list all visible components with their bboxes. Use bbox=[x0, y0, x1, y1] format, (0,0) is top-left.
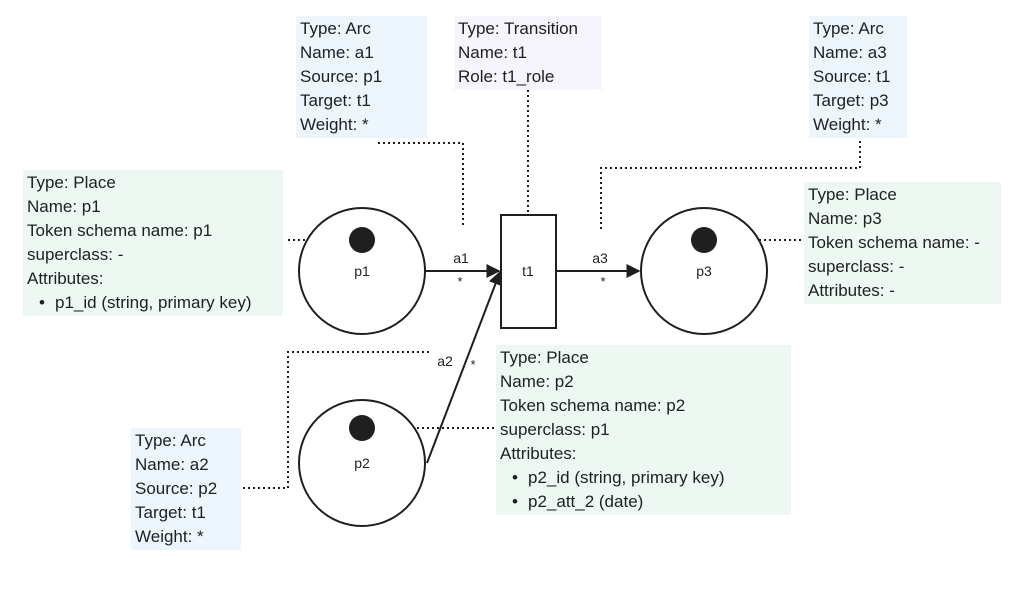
place-p2-attribute-item: p2_id (string, primary key) bbox=[500, 466, 787, 490]
arc-a2-name: Name: a2 bbox=[135, 455, 209, 474]
place-p3-type: Type: Place bbox=[808, 185, 897, 204]
arc-a1-info-box: Type: Arc Name: a1 Source: p1 Target: t1… bbox=[296, 16, 427, 138]
place-p2-name: Name: p2 bbox=[500, 372, 574, 391]
arc-a1-name: Name: a1 bbox=[300, 43, 374, 62]
arc-a3-weight: * bbox=[600, 274, 605, 289]
place-p2[interactable] bbox=[298, 399, 426, 527]
place-p1-info-box: Type: Place Name: p1 Token schema name: … bbox=[23, 170, 283, 316]
place-p2-attribute-item: p2_att_2 (date) bbox=[500, 490, 787, 514]
arc-a3-name: Name: a3 bbox=[813, 43, 887, 62]
arc-a1-label: a1 bbox=[453, 250, 469, 266]
transition-t1[interactable] bbox=[500, 214, 557, 329]
arc-a2-info-box: Type: Arc Name: a2 Source: p2 Target: t1… bbox=[131, 428, 241, 550]
connector-a2-info bbox=[243, 351, 430, 489]
place-p1-type: Type: Place bbox=[27, 173, 116, 192]
token-p3 bbox=[691, 227, 717, 253]
arc-a2-weight: * bbox=[470, 357, 475, 372]
arc-a3-weight-info: Weight: * bbox=[813, 115, 882, 134]
arc-a1-weight-info: Weight: * bbox=[300, 115, 369, 134]
token-p2 bbox=[349, 415, 375, 441]
place-p1-superclass: superclass: - bbox=[27, 245, 124, 264]
place-p3-label: p3 bbox=[696, 263, 712, 279]
arc-a3-source: Source: t1 bbox=[813, 67, 891, 86]
place-p2-token-schema: Token schema name: p2 bbox=[500, 396, 686, 415]
arc-a1-target: Target: t1 bbox=[300, 91, 371, 110]
place-p3-name: Name: p3 bbox=[808, 209, 882, 228]
place-p1-attribute-item: p1_id (string, primary key) bbox=[27, 291, 279, 315]
transition-t1-label: t1 bbox=[522, 263, 534, 279]
place-p3-superclass: superclass: - bbox=[808, 257, 905, 276]
arc-a3-target: Target: p3 bbox=[813, 91, 889, 110]
place-p2-superclass: superclass: p1 bbox=[500, 420, 610, 439]
place-p1-label: p1 bbox=[354, 263, 370, 279]
arc-a2-source: Source: p2 bbox=[135, 479, 218, 498]
arc-a3-info-box: Type: Arc Name: a3 Source: t1 Target: p3… bbox=[809, 16, 907, 138]
transition-t1-name: Name: t1 bbox=[458, 43, 527, 62]
transition-t1-role: Role: t1_role bbox=[458, 67, 555, 86]
arc-a1-type: Type: Arc bbox=[300, 19, 371, 38]
place-p1-name: Name: p1 bbox=[27, 197, 101, 216]
connector-a1-info bbox=[378, 142, 464, 228]
place-p2-info-box: Type: Place Name: p2 Token schema name: … bbox=[496, 345, 791, 515]
place-p3-attributes-label: Attributes: - bbox=[808, 281, 895, 300]
arc-a3-type: Type: Arc bbox=[813, 19, 884, 38]
place-p3-info-box: Type: Place Name: p3 Token schema name: … bbox=[804, 182, 1001, 304]
transition-t1-type: Type: Transition bbox=[458, 19, 579, 38]
arc-a2-weight-info: Weight: * bbox=[135, 527, 204, 546]
arc-a3-label: a3 bbox=[592, 250, 608, 266]
place-p2-type: Type: Place bbox=[500, 348, 589, 367]
place-p2-attributes-label: Attributes: bbox=[500, 444, 577, 463]
arc-a1-weight: * bbox=[457, 274, 462, 289]
arc-a2[interactable] bbox=[426, 270, 503, 464]
transition-t1-info-box: Type: Transition Name: t1 Role: t1_role bbox=[454, 16, 602, 90]
place-p2-label: p2 bbox=[354, 455, 370, 471]
place-p3[interactable] bbox=[640, 207, 768, 335]
place-p1-token-schema: Token schema name: p1 bbox=[27, 221, 213, 240]
arc-a2-target: Target: t1 bbox=[135, 503, 206, 522]
token-p1 bbox=[349, 227, 375, 253]
place-p3-token-schema: Token schema name: - bbox=[808, 233, 980, 252]
arc-a2-type: Type: Arc bbox=[135, 431, 206, 450]
place-p1-attributes-label: Attributes: bbox=[27, 269, 104, 288]
connector-a3-info bbox=[600, 136, 861, 232]
arc-a2-label: a2 bbox=[437, 353, 453, 369]
arc-a1-source: Source: p1 bbox=[300, 67, 383, 86]
